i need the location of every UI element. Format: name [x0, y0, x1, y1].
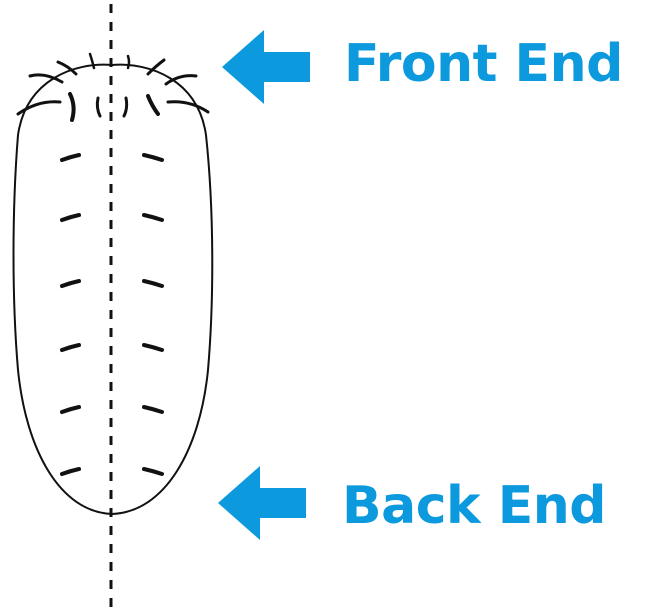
mouthpart-inner-left: [95, 96, 102, 118]
spine-right-2: [142, 213, 164, 222]
spine-right-6: [142, 467, 164, 476]
arrow-left-icon: [218, 466, 306, 540]
bristle-right-top: [126, 54, 131, 70]
bristle-right-lower: [166, 100, 210, 114]
mouthpart-left: [68, 92, 76, 122]
head-bristles: [16, 52, 210, 122]
front-end-label: Front End: [344, 34, 623, 94]
larva-body-outline: [12, 63, 214, 516]
mouthpart-right: [146, 94, 160, 116]
spine-left-6: [60, 467, 81, 476]
spine-right-4: [142, 343, 164, 352]
spine-left-4: [60, 343, 81, 352]
spine-right-1: [142, 153, 164, 162]
spine-left-2: [60, 213, 81, 222]
spine-right-5: [142, 405, 164, 414]
bristle-left-outer: [28, 73, 64, 84]
bristle-left-upper: [56, 60, 78, 76]
spine-left-1: [60, 153, 81, 162]
mouthpart-inner-right: [122, 96, 129, 118]
back-end-label: Back End: [342, 476, 607, 536]
spine-right-3: [142, 279, 164, 288]
spine-left-3: [60, 279, 81, 288]
bristle-left-lower: [16, 100, 62, 116]
body-spines: [60, 153, 164, 476]
arrow-left-icon: [222, 30, 310, 104]
bristle-left-top: [88, 52, 96, 70]
bristle-right-upper: [146, 58, 166, 76]
bristle-right-outer: [164, 74, 198, 86]
spine-left-5: [60, 405, 81, 414]
